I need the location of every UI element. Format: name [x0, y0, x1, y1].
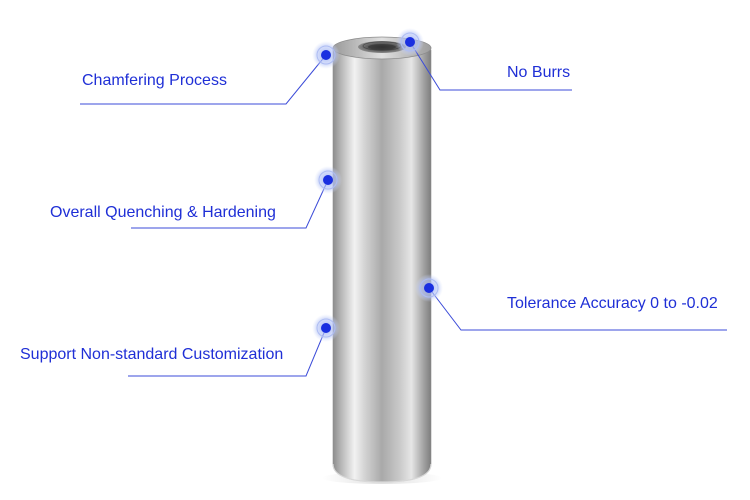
callout-marker-chamfering [312, 41, 340, 69]
leader-line-no-burrs [409, 41, 572, 91]
callout-marker-no-burrs [396, 28, 424, 56]
callout-label-tolerance: Tolerance Accuracy 0 to -0.02 [507, 295, 718, 312]
callout-marker-tolerance [415, 274, 443, 302]
leader-line-quenching [131, 179, 329, 229]
callout-label-customization: Support Non-standard Customization [20, 346, 284, 363]
callout-marker-customization [312, 314, 340, 342]
callout-label-no-burrs: No Burrs [507, 64, 571, 81]
leader-line-chamfering [80, 54, 327, 105]
callout-marker-quenching [314, 166, 342, 194]
leader-line-tolerance [428, 287, 727, 331]
leader-line-customization [128, 327, 327, 377]
callout-label-chamfering: Chamfering Process [82, 72, 227, 89]
callout-label-quenching: Overall Quenching & Hardening [50, 204, 276, 221]
dowel-pin [322, 36, 442, 484]
